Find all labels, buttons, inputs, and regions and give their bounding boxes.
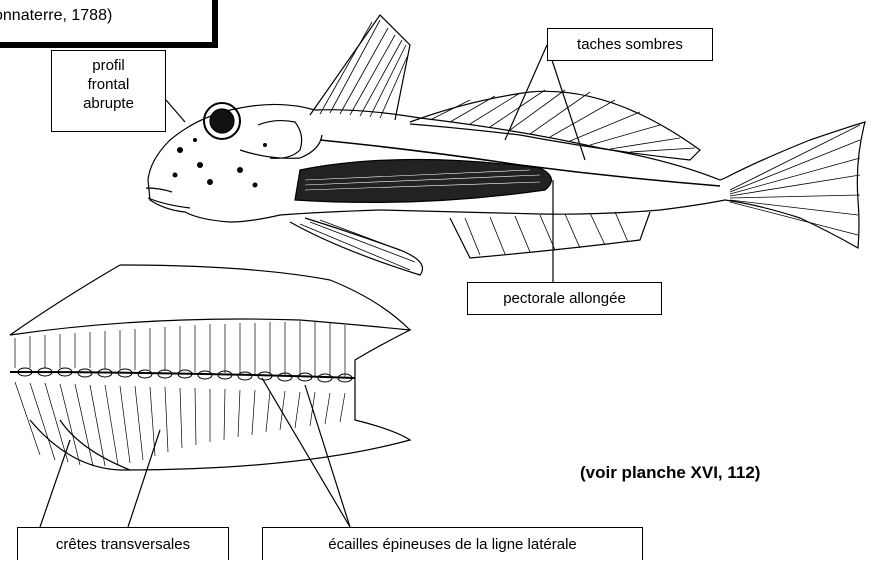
plate-reference: (voir planche XVI, 112) — [580, 463, 760, 483]
title-text: onnaterre, 1788) — [0, 6, 112, 25]
label-cretes: crêtes transversales — [17, 527, 229, 560]
leader-ecailles-1 — [262, 378, 350, 527]
leader-profil — [166, 100, 185, 122]
leader-cretes-1 — [40, 440, 70, 527]
label-profil-frontal: profil frontal abrupte — [51, 50, 166, 132]
label-pectorale: pectorale allongée — [467, 282, 662, 315]
label-profil-line-2: frontal — [52, 75, 165, 94]
pectoral-fin — [295, 159, 551, 202]
leader-cretes-2 — [128, 430, 160, 527]
leader-ecailles-2 — [305, 385, 350, 527]
pelvic-fin — [290, 218, 423, 275]
label-profil-line-1: profil — [52, 56, 165, 75]
label-ecailles: écailles épineuses de la ligne latérale — [262, 527, 643, 560]
label-taches-sombres: taches sombres — [547, 28, 713, 61]
title-box: onnaterre, 1788) — [0, 0, 214, 44]
label-profil-line-3: abrupte — [52, 94, 165, 113]
anal-fin — [450, 212, 650, 258]
